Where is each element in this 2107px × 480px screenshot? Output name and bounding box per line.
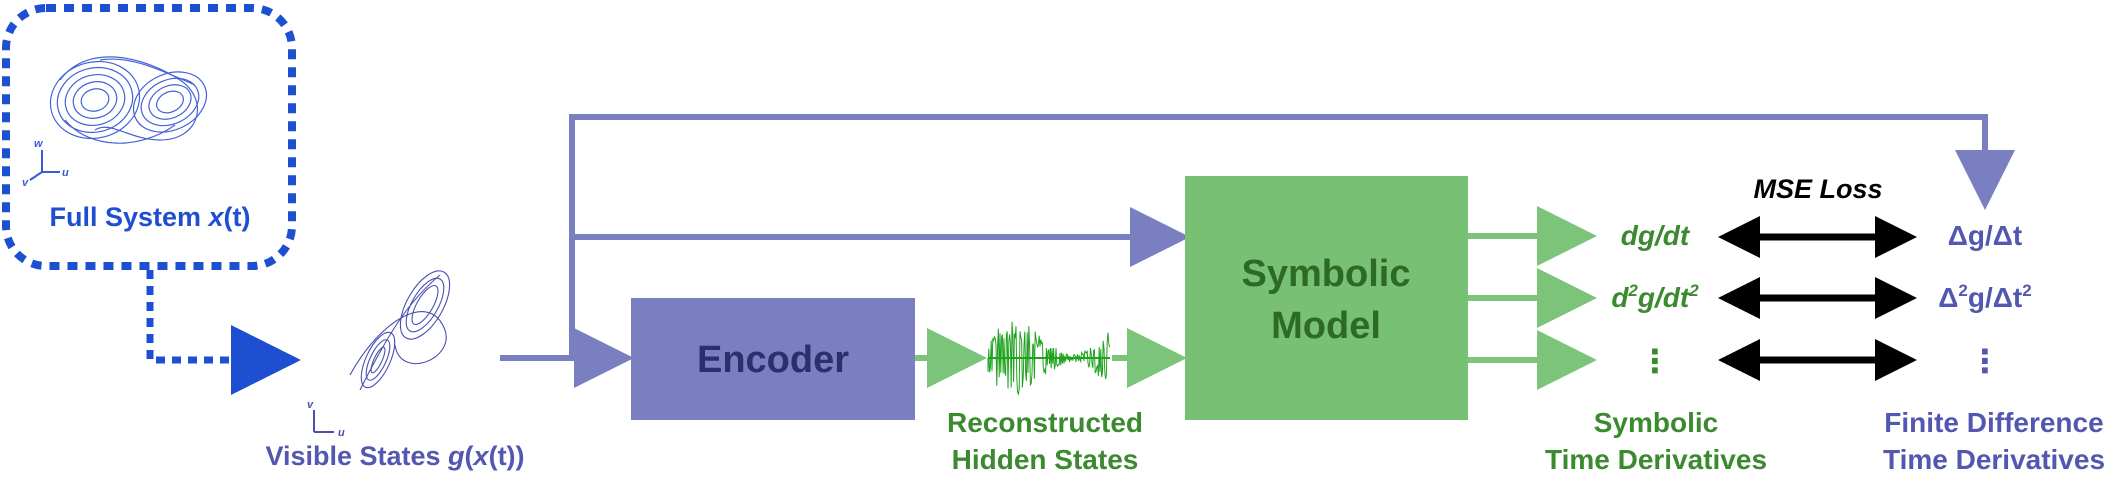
symbolic-model-line2: Model: [1271, 305, 1381, 347]
symbolic-ellipsis: ⋮: [1639, 343, 1671, 379]
lorenz-attractor-3d: [49, 56, 208, 144]
full-system-axes: [29, 150, 60, 181]
symbolic-d2g-dt2: d2g/dt2: [1611, 281, 1699, 313]
symbolic-dg-dt: dg/dt: [1621, 220, 1691, 251]
signal-waveform: [987, 321, 1111, 396]
visible-states-label: Visible States g(x(t)): [265, 441, 524, 471]
loss-arrows: [1718, 216, 1917, 381]
reconstructed-label-line1: Reconstructed: [947, 407, 1143, 438]
visible-states-axes: [313, 410, 334, 433]
full-system-box: [2, 4, 296, 270]
finite-caption-line1: Finite Difference: [1884, 407, 2103, 438]
encoder-block: [631, 298, 915, 420]
symbolic-caption-line1: Symbolic: [1594, 407, 1718, 438]
finite-ellipsis: ⋮: [1969, 343, 2001, 379]
reconstructed-label-line2: Hidden States: [952, 444, 1139, 475]
finite-caption-line2: Time Derivatives: [1883, 444, 2105, 475]
axis-v-label-visible: v: [307, 399, 314, 411]
finite-dg-dt: Δg/Δt: [1948, 220, 2022, 251]
green-connectors-2: [1468, 206, 1597, 390]
axis-w-label: w: [34, 138, 44, 150]
finite-d2g-dt2: Δ2g/Δt2: [1938, 281, 2031, 313]
hidden-state-signal: [987, 321, 1111, 396]
purple-connectors: [500, 114, 2015, 388]
axis-v-label: v: [22, 177, 29, 189]
symbolic-model-block: [1185, 176, 1468, 420]
projection-arrow: [146, 270, 301, 395]
symbolic-caption-line2: Time Derivatives: [1545, 444, 1767, 475]
symbolic-model-line1: Symbolic: [1242, 253, 1411, 295]
encoder-label: Encoder: [697, 339, 849, 381]
full-system-label: Full System x(t): [49, 202, 250, 232]
mse-loss-label: MSE Loss: [1753, 174, 1882, 204]
axis-u-label-visible: u: [338, 427, 345, 439]
lorenz-attractor-projection: [349, 270, 451, 391]
axis-u-label: u: [62, 167, 69, 179]
